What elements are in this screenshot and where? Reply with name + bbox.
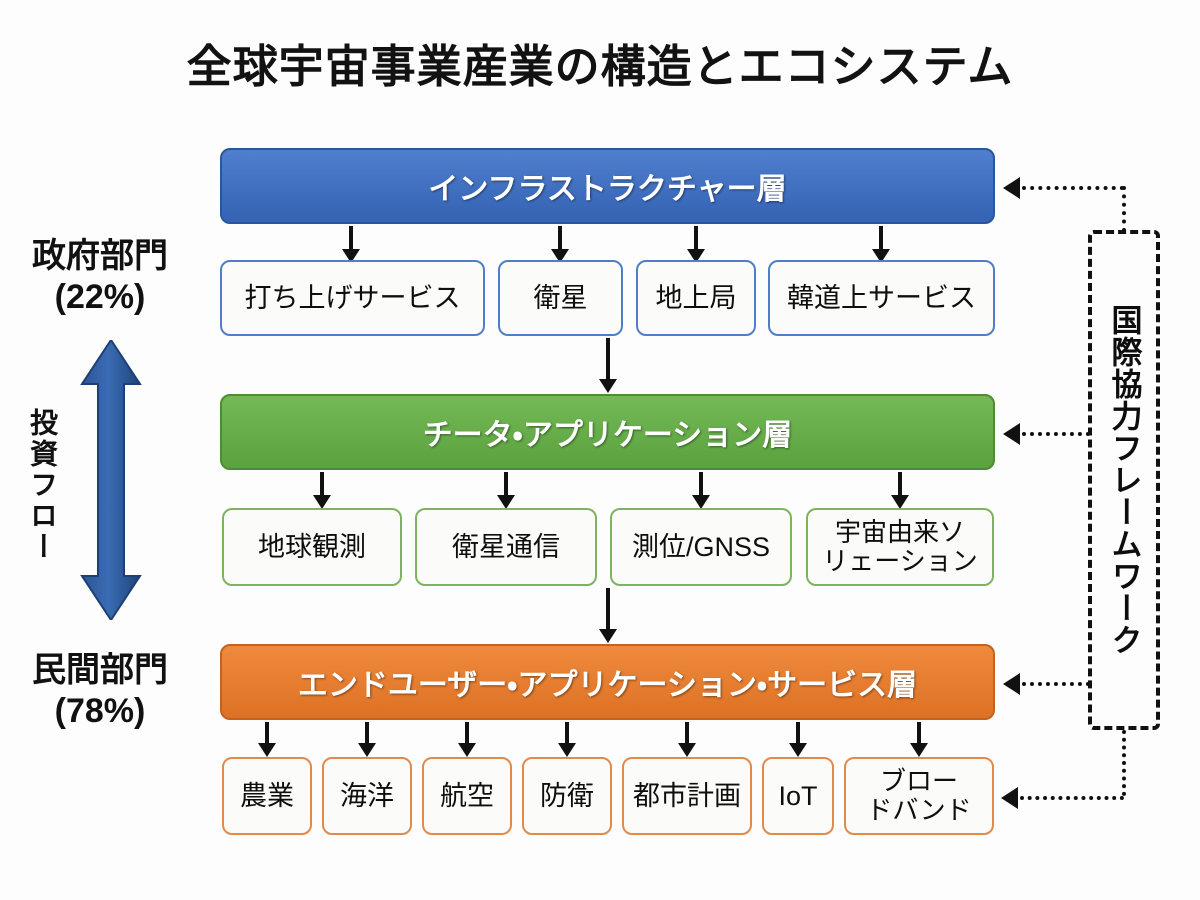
- framework-arrowhead-infrastructure: [1003, 177, 1020, 199]
- framework-label: 国際協力フレームワーク: [1106, 304, 1142, 656]
- connector-data-to-satcom: [504, 472, 508, 496]
- end-user-box-broadband[interactable]: ブロードバンド: [844, 757, 994, 835]
- data-box-earth-observation[interactable]: 地球観測: [222, 508, 402, 586]
- end-user-box-urban-planning[interactable]: 都市計画: [622, 757, 752, 835]
- connector-end-to-broadband: [917, 722, 921, 744]
- connector-end-to-iot: [796, 722, 800, 744]
- private-sector-label: 民間部門 (78%): [0, 650, 200, 732]
- end-user-box-agriculture[interactable]: 農業: [222, 757, 312, 835]
- connector-data-to-space-derived: [898, 472, 902, 496]
- connector-infra-to-orbital: [879, 226, 883, 250]
- framework-arrowhead-end-user-layer: [1003, 673, 1020, 695]
- connector-end-to-ocean: [365, 722, 369, 744]
- international-cooperation-framework[interactable]: 国際協力フレームワーク: [1088, 230, 1160, 730]
- framework-arrowhead-data-layer: [1003, 423, 1020, 445]
- end-user-box-aviation[interactable]: 航空: [422, 757, 512, 835]
- investment-flow-label: 投資フロー: [27, 407, 58, 563]
- layer-infrastructure[interactable]: インフラストラクチャー層: [220, 148, 995, 224]
- framework-feedback-vertical-bottom: [1122, 730, 1126, 796]
- connector-infra-to-data-layer: [606, 338, 610, 380]
- connector-data-to-end-user-layer: [606, 588, 610, 630]
- private-sector-name: 民間部門: [32, 651, 168, 689]
- connector-end-to-urban-planning: [685, 722, 689, 744]
- page-title: 全球宇宙事業産業の構造とエコシステム: [186, 41, 1014, 92]
- data-box-space-derived-solution[interactable]: 宇宙由来ソリェーション: [806, 508, 994, 586]
- data-box-positioning-gnss[interactable]: 測位/GNSS: [610, 508, 792, 586]
- government-sector-name: 政府部門: [32, 237, 168, 275]
- framework-feedback-to-infrastructure: [1022, 186, 1124, 190]
- end-user-box-defense[interactable]: 防衛: [522, 757, 612, 835]
- infra-box-satellite[interactable]: 衛星: [498, 260, 623, 336]
- connector-end-to-defense: [565, 722, 569, 744]
- private-sector-share: (78%): [54, 691, 146, 730]
- infra-box-ground-station[interactable]: 地上局: [636, 260, 756, 336]
- framework-arrowhead-broadband: [1001, 787, 1018, 809]
- layer-end-user[interactable]: エンドユーザー・アプリケーション・サービス層: [220, 644, 995, 720]
- end-user-box-broadband-label: ブロードバンド: [866, 765, 972, 825]
- connector-infra-to-launch: [349, 226, 353, 250]
- framework-feedback-to-end-user-layer: [1022, 682, 1090, 686]
- end-user-box-iot[interactable]: IoT: [762, 757, 834, 835]
- end-user-box-ocean[interactable]: 海洋: [322, 757, 412, 835]
- connector-end-to-agriculture: [265, 722, 269, 744]
- connector-data-to-earth-observation: [320, 472, 324, 496]
- layer-data-application[interactable]: チータ・アプリケーション層: [220, 394, 995, 470]
- government-sector-label: 政府部門 (22%): [0, 236, 200, 318]
- framework-feedback-to-broadband: [1020, 796, 1124, 800]
- infra-box-orbital-service[interactable]: 韓道上サービス: [768, 260, 995, 336]
- connector-data-to-gnss: [699, 472, 703, 496]
- framework-feedback-vertical-top: [1122, 186, 1126, 232]
- investment-flow-arrow-icon: [80, 338, 142, 622]
- framework-feedback-to-data-layer: [1022, 432, 1090, 436]
- data-box-satellite-comms[interactable]: 衛星通信: [415, 508, 597, 586]
- connector-end-to-aviation: [465, 722, 469, 744]
- connector-infra-to-satellite: [558, 226, 562, 250]
- connector-infra-to-ground-station: [694, 226, 698, 250]
- infra-box-launch-service[interactable]: 打ち上げサービス: [220, 260, 485, 336]
- data-box-space-derived-solution-label: 宇宙由来ソリェーション: [822, 516, 978, 576]
- government-sector-share: (22%): [54, 277, 146, 316]
